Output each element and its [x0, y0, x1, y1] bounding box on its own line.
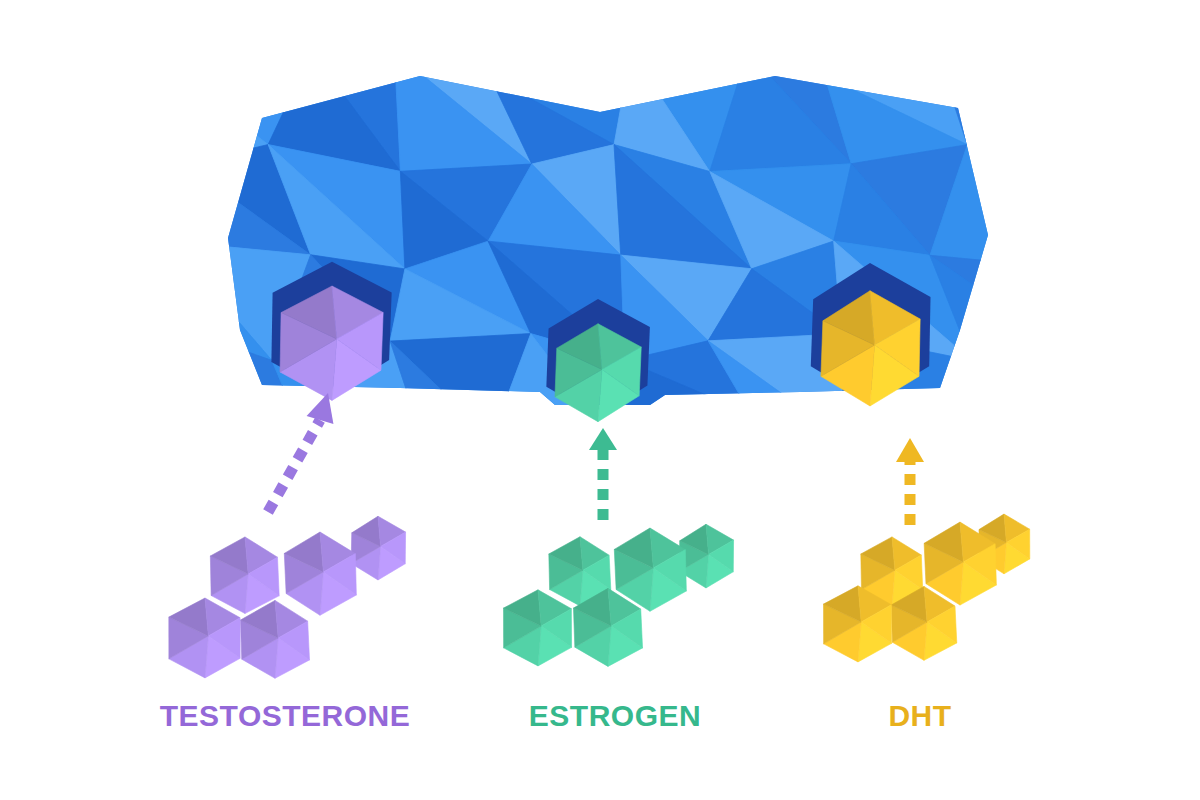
receptor-facet	[390, 334, 531, 438]
molecule-shape	[150, 508, 420, 698]
hormone-molecule: ESTROGEN	[480, 512, 750, 734]
receptor-facet	[268, 145, 405, 269]
arrow-shaft	[905, 462, 916, 525]
receptor-facet	[930, 145, 1072, 269]
molecule-facet	[611, 609, 642, 648]
hormone-label: TESTOSTERONE	[150, 698, 420, 734]
molecule-facet	[504, 590, 542, 626]
bound-ligand	[557, 324, 602, 370]
hormone-molecule: TESTOSTERONE	[150, 508, 420, 734]
hormone-molecule: DHT	[800, 512, 1040, 734]
dashed-arrow	[268, 393, 333, 512]
molecule-facet	[614, 528, 653, 568]
molecule-shape	[800, 512, 1040, 698]
molecule-facet	[709, 540, 734, 572]
binding-pocket	[271, 262, 391, 401]
molecule-facet	[284, 532, 323, 572]
receptor-facet	[268, 145, 405, 269]
bound-ligand	[602, 347, 641, 396]
arrow-head	[589, 428, 617, 450]
receptor-facet	[390, 341, 491, 438]
dashed-arrow	[589, 428, 617, 520]
molecule-facet	[891, 586, 927, 622]
arrow-shaft	[268, 420, 320, 512]
molecule-facet	[248, 557, 279, 596]
molecule-facet	[381, 532, 406, 564]
binding-pocket	[811, 263, 931, 406]
molecule-shape	[480, 512, 750, 698]
molecule-facet	[653, 550, 686, 591]
molecule-facet	[208, 618, 240, 659]
molecule-facet	[169, 598, 209, 636]
molecule-facet	[549, 537, 583, 570]
bound-ligand	[281, 286, 337, 339]
arrow-head	[307, 393, 334, 424]
receptor-facet	[936, 51, 1079, 171]
molecule-facet	[352, 516, 381, 546]
dashed-arrow	[896, 438, 924, 525]
receptor-facet	[928, 361, 1061, 438]
arrow-head	[896, 438, 924, 462]
molecule-facet	[861, 605, 891, 644]
receptor-facet	[710, 52, 851, 171]
hormone-label: DHT	[800, 698, 1040, 734]
receptor-facet	[930, 255, 1053, 360]
receptor-facet	[170, 241, 272, 360]
molecule-facet	[583, 555, 611, 590]
molecule-facet	[963, 544, 996, 585]
arrow-shaft	[598, 450, 609, 520]
molecule-facet	[541, 609, 571, 648]
bound-ligand	[823, 291, 875, 345]
molecule-facet	[278, 621, 309, 660]
receptor-facet	[834, 164, 930, 256]
molecule-facet	[895, 555, 923, 590]
molecule-facet	[573, 588, 611, 626]
molecule-facet	[927, 606, 957, 643]
molecule-facet	[861, 537, 895, 570]
molecule-facet	[1006, 529, 1029, 559]
receptor-facet	[972, 341, 1062, 414]
hormone-label: ESTROGEN	[480, 698, 750, 734]
receptor-facet	[488, 164, 621, 255]
molecule-facet	[240, 600, 278, 638]
bound-ligand	[337, 312, 383, 370]
molecule-facet	[924, 522, 963, 562]
receptor-body	[162, 51, 1079, 438]
bound-ligand	[875, 319, 921, 376]
molecule-facet	[323, 554, 356, 595]
receptor-facet	[936, 51, 1044, 171]
molecule-facet	[210, 537, 248, 574]
molecule-facet	[824, 586, 862, 622]
binding-pocket	[546, 299, 650, 422]
